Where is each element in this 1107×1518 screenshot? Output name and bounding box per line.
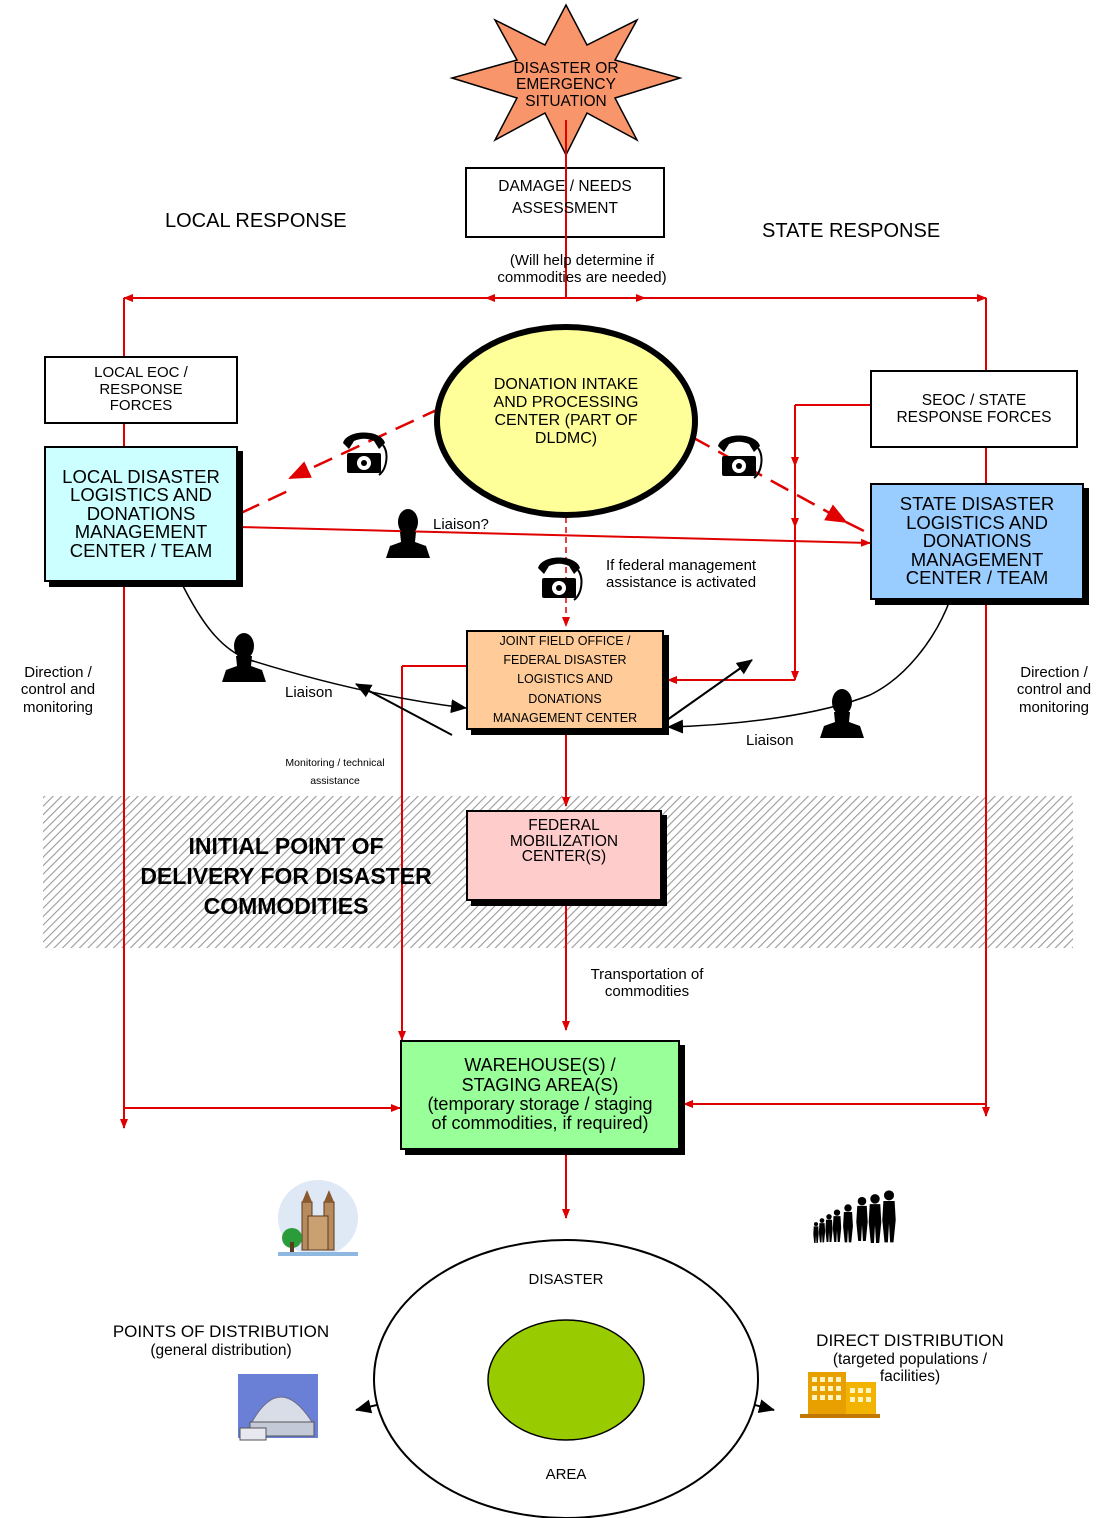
warehouse-box: WAREHOUSE(S) /STAGING AREA(S)(temporary … bbox=[400, 1040, 680, 1150]
office-building-icon bbox=[800, 1372, 880, 1418]
liaison-left-label: Liaison bbox=[285, 684, 333, 701]
liaison-right-label: Liaison bbox=[746, 732, 794, 749]
donation-center-ellipse bbox=[434, 324, 698, 518]
church-icon bbox=[278, 1180, 358, 1256]
red-flow-lines bbox=[120, 120, 990, 1219]
people-queue-icon bbox=[813, 1190, 896, 1243]
points-of-distribution-label: POINTS OF DISTRIBUTION(general distribut… bbox=[112, 1322, 330, 1359]
dome-building-icon bbox=[238, 1374, 318, 1441]
phone-icon bbox=[717, 434, 763, 479]
local-response-header: LOCAL RESPONSE bbox=[165, 210, 347, 232]
person-icon bbox=[820, 689, 864, 738]
direct-distribution-label: DIRECT DISTRIBUTION(targeted populations… bbox=[816, 1331, 1004, 1385]
state-response-header: STATE RESPONSE bbox=[762, 220, 941, 242]
phone-icon bbox=[342, 431, 388, 476]
person-icon bbox=[222, 633, 266, 682]
liaison-curves bbox=[180, 581, 951, 734]
disaster-area-top-label: DISASTER bbox=[528, 1271, 604, 1288]
liaison-question-label: Liaison? bbox=[433, 516, 489, 533]
dashed-phone-arrows bbox=[240, 406, 871, 536]
disaster-area-inner bbox=[487, 1319, 645, 1441]
disaster-area-bottom-label: AREA bbox=[545, 1466, 587, 1483]
phone-icon bbox=[537, 556, 583, 601]
person-icon bbox=[386, 509, 430, 558]
